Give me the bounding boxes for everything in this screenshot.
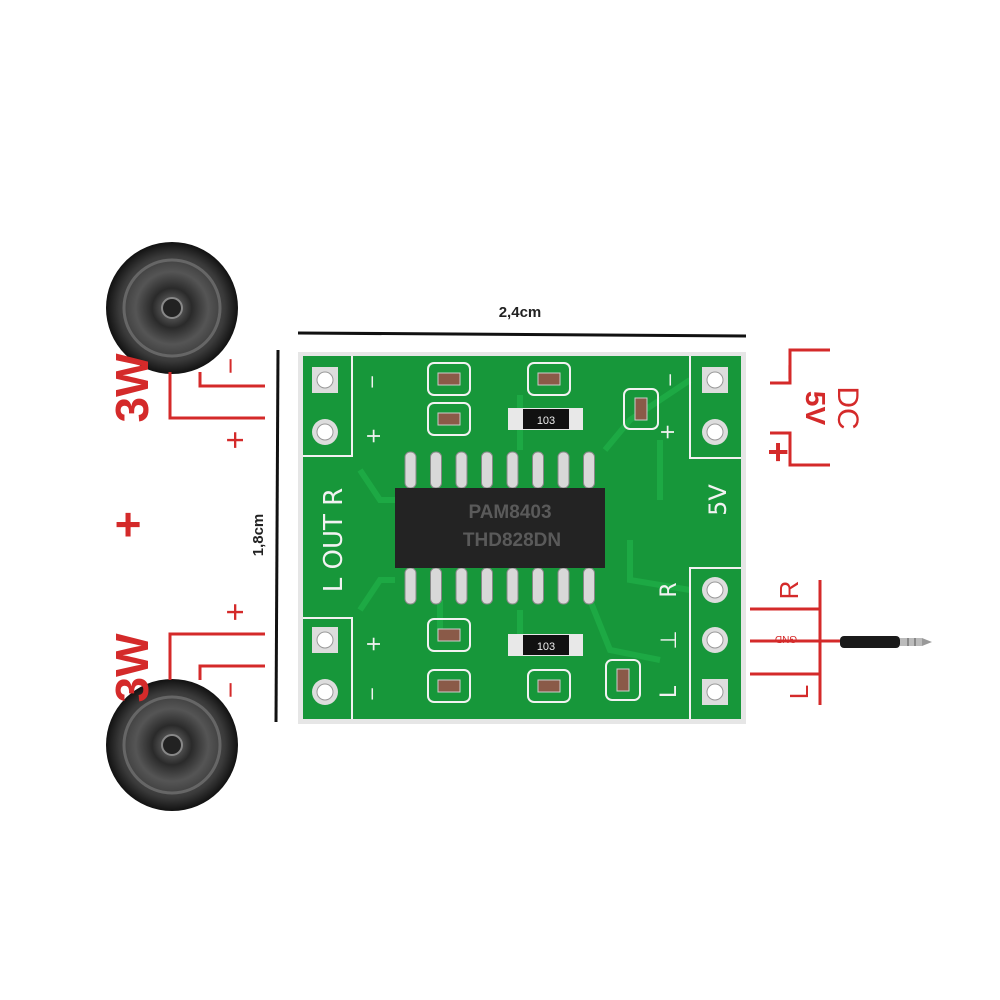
silk-left-bottom-minus: − — [362, 686, 383, 701]
speaker-bottom-plus: + — [217, 603, 253, 622]
chip-pin-top — [430, 451, 442, 489]
output-label: L OUT R — [319, 488, 349, 592]
smd-capacitor — [527, 669, 571, 703]
smd-capacitors — [427, 362, 659, 703]
power-type: DC — [831, 386, 864, 429]
power-voltage: 5V — [800, 391, 831, 426]
silk-input-l: L — [657, 685, 682, 698]
pad-right-4 — [702, 627, 728, 653]
audio-wires — [750, 580, 840, 705]
pad-right-1 — [702, 367, 728, 393]
chip-pin-top — [583, 451, 595, 489]
chip-pin-top — [481, 451, 493, 489]
smd-capacitor — [527, 362, 571, 396]
chip-pin-bottom — [404, 567, 417, 605]
smd-capacitor — [427, 669, 471, 703]
resistor-bottom: 103 — [508, 634, 583, 656]
chip-pin-top — [532, 451, 544, 489]
chip-pin-top — [404, 451, 417, 489]
silk-input-r: R — [657, 582, 682, 597]
height-dimension-line — [274, 349, 280, 723]
pad-left-4 — [312, 679, 338, 705]
chip-pin-bottom — [455, 567, 468, 605]
chip-pin-bottom — [557, 567, 570, 605]
power-silk-label: 5V — [704, 484, 732, 516]
chip-code: THD828DN — [463, 530, 561, 551]
speaker-top — [106, 242, 238, 374]
height-label: 1,8cm — [250, 514, 267, 557]
width-dimension-line — [297, 331, 747, 338]
pad-right-2 — [702, 419, 728, 445]
chip-pin-bottom — [583, 567, 595, 605]
speaker-top-minus: − — [215, 358, 246, 374]
speaker-bottom-minus: − — [215, 682, 246, 698]
power-plus: + — [758, 441, 799, 462]
chip-pin-bottom — [506, 567, 519, 605]
silk-right-top-minus: − — [660, 372, 681, 387]
speaker-top-power: 3W — [106, 353, 158, 423]
power-wires — [770, 348, 830, 467]
chip-pin-top — [506, 451, 519, 489]
smd-capacitor — [623, 388, 659, 430]
silk-left-top-plus: + — [361, 428, 385, 445]
smd-capacitor — [605, 659, 641, 701]
speaker-top-plus: + — [217, 431, 253, 450]
chip-pin-top — [557, 451, 570, 489]
audio-l-label: L — [784, 685, 814, 699]
pad-left-2 — [312, 419, 338, 445]
silk-input-gnd: ⊥ — [657, 630, 682, 649]
silk-left-top-minus: − — [362, 374, 383, 389]
resistor-top-label: 103 — [537, 415, 555, 427]
smd-capacitor — [427, 402, 471, 436]
chip-pin-top — [455, 451, 468, 489]
silk-left-bottom-plus: + — [361, 636, 385, 653]
speaker-bottom — [106, 679, 238, 811]
chip-pin-bottom — [430, 567, 442, 605]
power-minus: − — [774, 364, 805, 380]
pam8403-chip: PAM8403 THD828DN — [395, 488, 605, 568]
pad-left-1 — [312, 367, 338, 393]
silk-right-top-plus: + — [655, 424, 679, 441]
pad-left-3 — [312, 627, 338, 653]
pad-right-3 — [702, 577, 728, 603]
resistor-top: 103 — [508, 408, 583, 430]
chip-model: PAM8403 — [468, 502, 551, 523]
width-label: 2,4cm — [499, 304, 542, 321]
smd-capacitor — [427, 362, 471, 396]
speaker-join-plus: + — [115, 498, 142, 550]
chip-pin-bottom — [481, 567, 493, 605]
pad-right-5 — [702, 679, 728, 705]
chip-pin-bottom — [532, 567, 544, 605]
smd-capacitor — [427, 618, 471, 652]
audio-jack-plug — [840, 636, 932, 648]
speaker-top-wires — [168, 372, 265, 420]
speaker-bottom-wires — [168, 632, 265, 680]
resistor-bottom-label: 103 — [537, 641, 555, 653]
speaker-bottom-power: 3W — [106, 633, 158, 703]
audio-gnd-label: GND — [775, 633, 797, 644]
audio-r-label: R — [774, 581, 804, 600]
